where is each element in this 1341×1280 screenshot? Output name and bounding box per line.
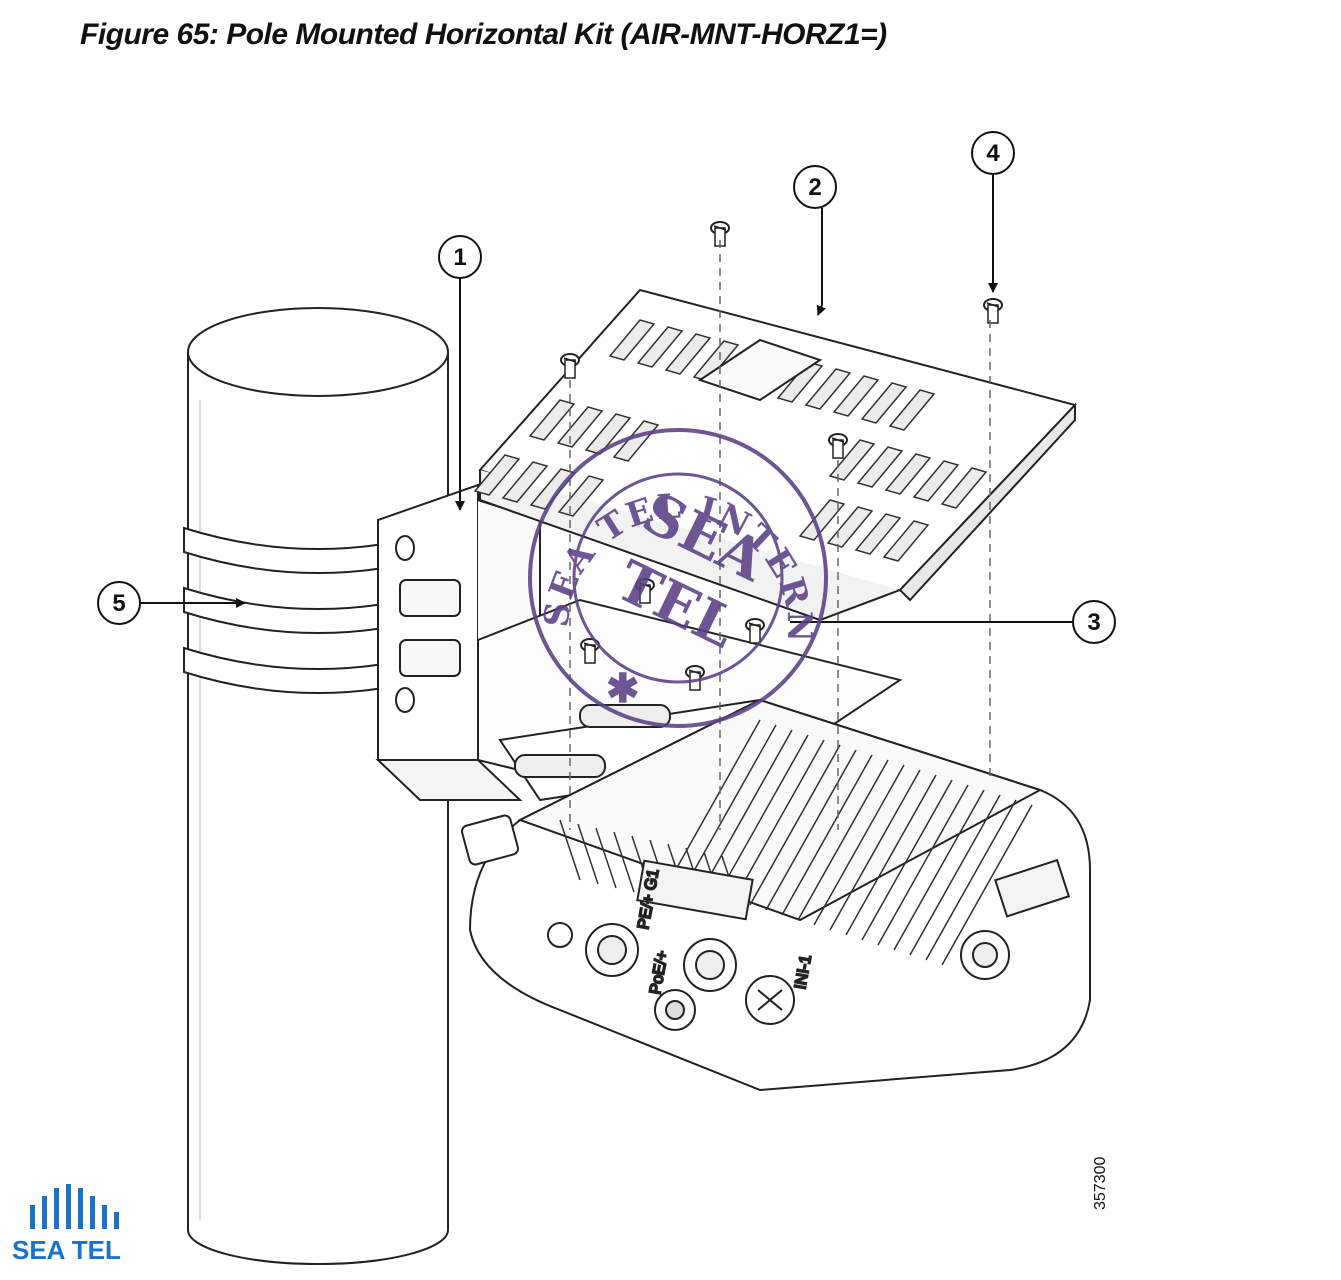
antenna-connector: [683, 938, 737, 992]
port-cap: [745, 975, 795, 1025]
svg-text:5: 5: [112, 590, 125, 617]
cooling-fins: [559, 719, 1033, 966]
figure-title: Figure 65: Pole Mounted Horizontal Kit (…: [80, 18, 887, 51]
stamp-star: ✱: [606, 665, 640, 712]
screw: [745, 618, 765, 644]
svg-text:1: 1: [453, 244, 466, 271]
screw: [710, 221, 730, 247]
callout-3: 3: [1072, 600, 1116, 644]
leader-lines: [140, 174, 1072, 623]
antenna-connector: [585, 923, 639, 977]
screw: [560, 353, 580, 379]
screw: [983, 298, 1003, 324]
status-led: [547, 922, 573, 948]
side-connector: [461, 814, 519, 866]
svg-text:2: 2: [808, 174, 821, 201]
adapter-plate: [473, 288, 1077, 622]
brand-logo: SEA TEL: [12, 1184, 121, 1265]
plate-ventilation-slots: [473, 319, 988, 562]
callout-1: 1: [438, 235, 482, 279]
antenna-connector: [960, 930, 1010, 980]
callout-5: 5: [97, 581, 141, 625]
screw: [828, 433, 848, 459]
callout-2: 2: [793, 165, 837, 209]
access-point: PE/+ G1 PoE/+ INI-1: [461, 698, 1091, 1092]
screw: [635, 578, 655, 604]
alignment-lines: [569, 240, 991, 830]
figure-id: 357300: [1092, 1157, 1109, 1210]
callout-4: 4: [971, 131, 1015, 175]
signal-bars-icon: [30, 1184, 119, 1229]
screws: [560, 221, 1003, 691]
svg-text:4: 4: [986, 140, 1000, 167]
network-port: [654, 989, 696, 1031]
brand-name: SEA TEL: [12, 1235, 121, 1265]
svg-text:3: 3: [1087, 609, 1100, 636]
